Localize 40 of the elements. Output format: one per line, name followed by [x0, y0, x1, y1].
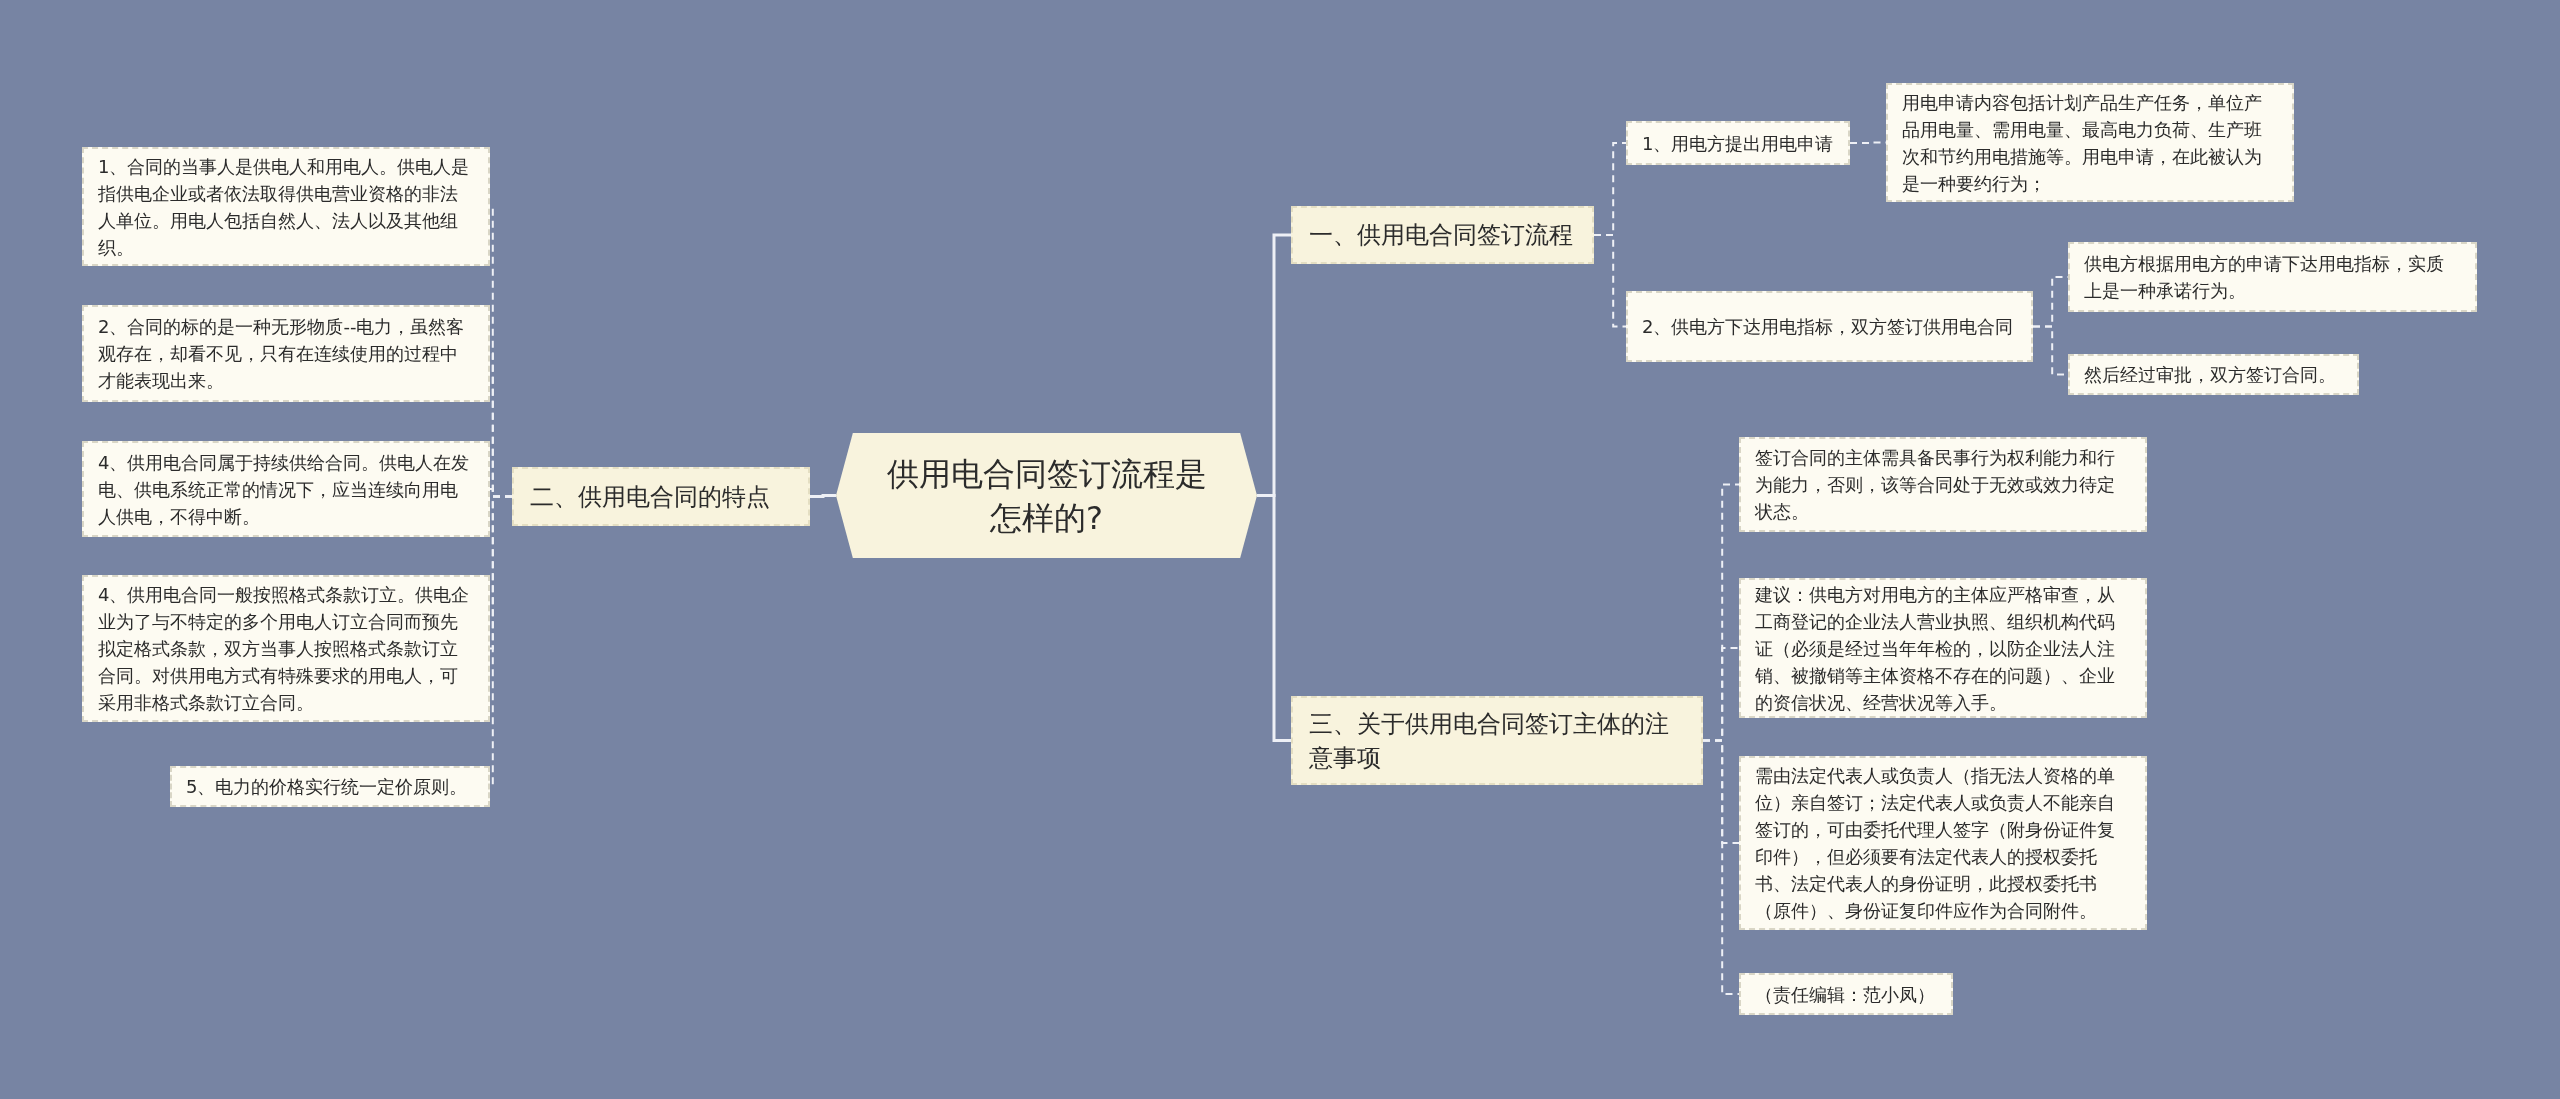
- node-text: 三、关于供用电合同签订主体的注意事项: [1309, 708, 1670, 774]
- leaf-note: [2068, 242, 2477, 312]
- node-text: 1、合同的当事人是供电人和用电人。供电人是指供电企业或者依法取得供电营业资格的非法人单位。用电人包括自然人、法人以及其他组织。: [98, 154, 471, 260]
- connector-line: [810, 494, 836, 498]
- leaf-note: [82, 441, 490, 537]
- leaf-note: [1886, 83, 2294, 202]
- node-text: 4、供用电合同一般按照格式条款订立。供电企业为了与不特定的多个用电人订立合同而预先拟定格式条款，双方当事人按照格式条款订立合同。对供用电方式有特殊要求的用电人，可采用非格式条款订立合同。: [98, 583, 471, 715]
- node-text: 二、供用电合同的特点: [530, 481, 770, 513]
- leaf-note: [1739, 756, 2147, 930]
- node-text: 2、供电方下达用电指标，双方签订供用电合同: [1642, 315, 2014, 339]
- node-text: 供电方根据用电方的申请下达用电指标，实质上是一种承诺行为。: [2084, 252, 2445, 303]
- node-text: 需由法定代表人或负责人（指无法人资格的单位）亲自签订；法定代表人或负责人不能亲自签订的，可由委托代理人签字（附身份证件复印件），但必须要有法定代表人的授权委托书、法定代表人的身份证明，此授权委托书（原件）、身份证复印件应作为合同附件。: [1755, 764, 2116, 923]
- node-text: 签订合同的主体需具备民事行为权利能力和行为能力，否则，该等合同处于无效或效力待定状态。: [1755, 446, 2116, 524]
- branch-topic: [512, 467, 810, 526]
- node-text: 用电申请内容包括计划产品生产任务，单位产品用电量、需用电量、最高电力负荷、生产班次和节约用电措施等。用电申请，在此被认为是一种要约行为；: [1902, 90, 2263, 196]
- connector-line: [1702, 739, 1740, 995]
- central-topic: [836, 433, 1257, 558]
- leaf-note: [1739, 578, 2147, 718]
- leaf-note: [82, 305, 490, 402]
- node-text: 2、合同的标的是一种无形物质--电力，虽然客观存在，却看不见，只有在连续使用的过程中才能表现出来。: [98, 315, 466, 393]
- leaf-note: [1739, 437, 2147, 532]
- branch-topic: [1291, 696, 1703, 785]
- leaf-note: [2068, 354, 2359, 395]
- node-text: 一、供用电合同签订流程: [1309, 220, 1573, 251]
- node-text: 建议：供电方对用电方的主体应严格审查，从工商登记的企业法人营业执照、组织机构代码证（必须是经过当年年检的，以防企业法人注销、被撤销等主体资格不存在的问题）、企业的资信状况、经营状况等入手。: [1755, 582, 2116, 715]
- connector-line: [1593, 234, 1627, 328]
- leaf-note: [82, 575, 490, 722]
- node-text: 1、用电方提出用电申请: [1642, 131, 1834, 156]
- branch-topic: [1291, 206, 1594, 264]
- node-text: 供用电合同签订流程是怎样的?: [885, 453, 1208, 539]
- leaf-note: [1739, 973, 1953, 1015]
- node-text: （责任编辑：范小凤）: [1755, 982, 1935, 1007]
- leaf-note: [82, 147, 490, 266]
- node-text: 4、供用电合同属于持续供给合同。供电人在发电、供电系统正常的情况下，应当连续向用电人供电，不得中断。: [98, 450, 471, 529]
- leaf-note: [1626, 291, 2033, 362]
- connector-line: [1257, 494, 1291, 742]
- node-text: 然后经过审批，双方签订合同。: [2084, 363, 2336, 387]
- leaf-note: [1626, 121, 1850, 165]
- node-text: 5、电力的价格实行统一定价原则。: [186, 775, 468, 799]
- leaf-note: [170, 766, 490, 807]
